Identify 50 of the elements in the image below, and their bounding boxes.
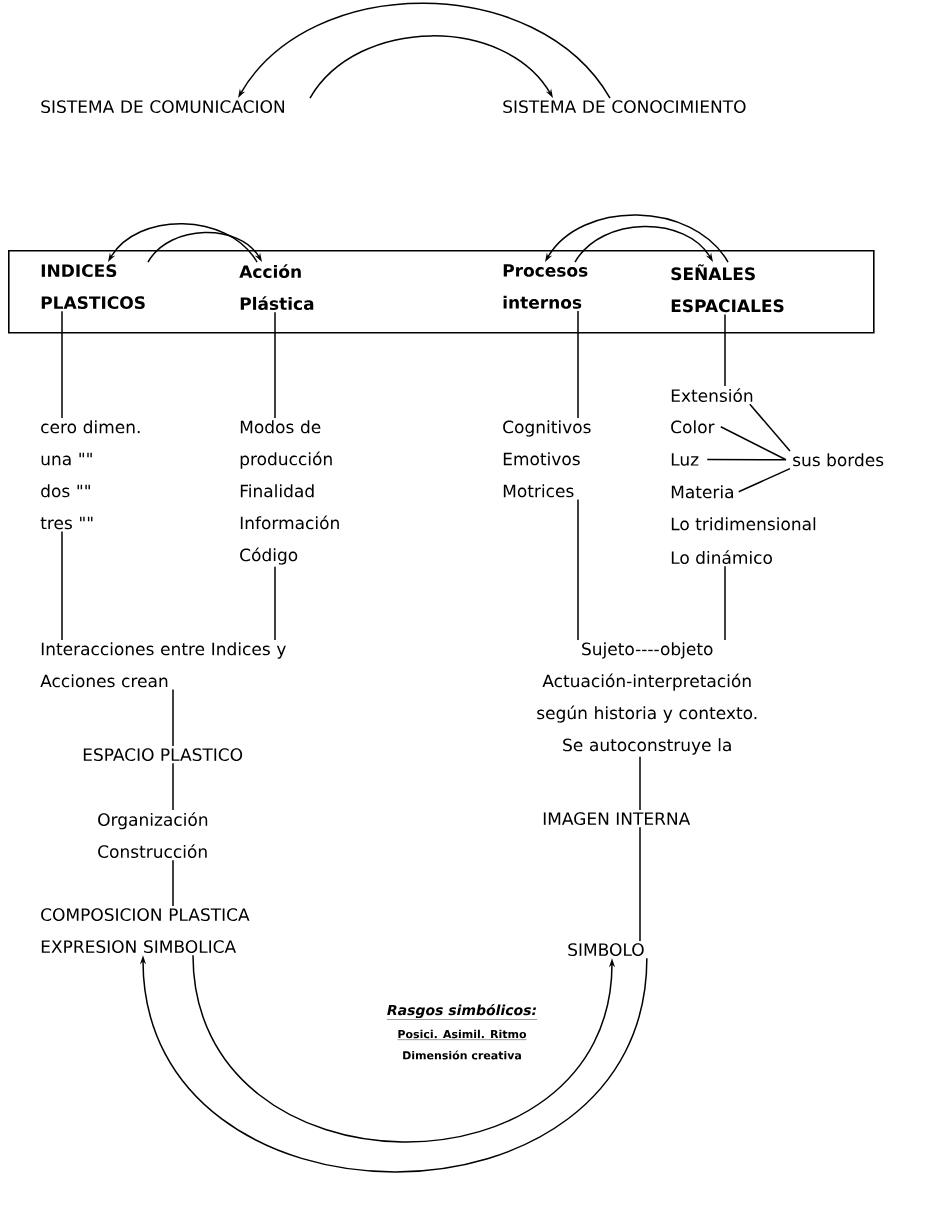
- heading-text: SISTEMA DE COMUNICACION: [41, 100, 284, 114]
- column-heading: INDICES PLASTICOS: [41, 264, 145, 310]
- list-text: cero dimen. una "" dos "" tres "": [40, 420, 140, 530]
- list-text: Organización Construcción: [98, 812, 208, 859]
- column-heading: Acción Plástica: [239, 264, 314, 311]
- heading-text: IMAGEN INTERNA: [543, 812, 691, 826]
- column-heading: Procesos internos: [503, 264, 588, 309]
- frame-box: [8, 250, 875, 334]
- connector-line: [274, 566, 276, 641]
- note-text: Rasgos simbólicos:: [386, 1003, 538, 1020]
- connector-line: [724, 313, 726, 387]
- connector-line: [706, 458, 787, 461]
- body-text: Interacciones entre Indices y Acciones crean: [40, 642, 286, 688]
- note-text: Dimensión creativa: [403, 1050, 521, 1060]
- heading-text: COMPOSICION PLASTICA EXPRESION SIMBOLICA: [41, 908, 250, 954]
- connector-line: [274, 311, 276, 419]
- list-item: sus bordes: [793, 453, 884, 467]
- connector-line: [738, 467, 791, 493]
- arrow: [309, 35, 553, 99]
- connector-line: [172, 859, 174, 907]
- heading-text: SIMBOLO: [568, 943, 644, 957]
- arrow: [545, 214, 729, 263]
- list-item: Color: [671, 420, 715, 434]
- connector-line: [749, 403, 791, 452]
- note-text: Posici. Asimil. Ritmo: [397, 1029, 527, 1040]
- column-heading: SEÑALES ESPACIALES: [671, 264, 784, 313]
- list-item: Lo dinámico: [671, 550, 772, 565]
- connector-line: [172, 688, 174, 747]
- connector-line: [61, 310, 63, 419]
- connector-line: [720, 426, 787, 461]
- list-item: Lo tridimensional: [671, 517, 816, 531]
- body-text: Sujeto----objeto Actuación-interpretación según historia y contexto. Se autoconstruye la: [537, 642, 757, 755]
- connector-line: [724, 565, 726, 641]
- connector-line: [172, 762, 174, 811]
- arrow: [108, 222, 258, 263]
- connector-line: [61, 530, 63, 641]
- connector-line: [577, 310, 579, 419]
- connector-line: [639, 826, 641, 942]
- heading-text: ESPACIO PLASTICO: [83, 748, 243, 762]
- heading-text: SISTEMA DE CONOCIMIENTO: [503, 100, 746, 114]
- list-text: Modos de producción Finalidad Información Código: [240, 420, 339, 565]
- list-item: Materia: [671, 485, 733, 499]
- list-item: Luz: [671, 453, 699, 466]
- connector-line: [577, 498, 579, 641]
- arrow: [238, 2, 611, 99]
- list-item: Extensión: [671, 388, 753, 403]
- arrow: [574, 225, 713, 263]
- list-text: Cognitivos Emotivos Motrices: [503, 420, 591, 498]
- arrow: [147, 231, 262, 263]
- connector-line: [639, 756, 641, 811]
